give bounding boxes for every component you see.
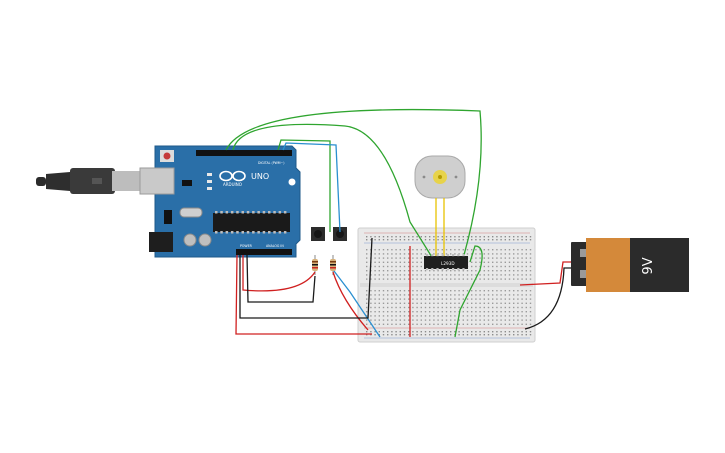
wire-red-2: [242, 255, 316, 292]
usb-cable[interactable]: [36, 168, 140, 194]
wire-green-4: [454, 245, 483, 338]
arduino-model: UNO: [251, 172, 269, 181]
digital-header-label: DIGITAL (PWM~): [258, 161, 284, 165]
motor-driver-chip[interactable]: L293D: [424, 254, 468, 271]
breadboard[interactable]: [357, 227, 536, 343]
chip-label: L293D: [441, 261, 455, 266]
battery-9v[interactable]: 9V: [571, 238, 689, 292]
wire-red-5: [519, 261, 578, 286]
push-button-2[interactable]: [333, 227, 347, 241]
wire-black-2: [239, 237, 373, 319]
wire-green-3: [277, 139, 331, 232]
resistor-2[interactable]: [330, 255, 336, 275]
wire-blue-1: [282, 142, 341, 233]
wire-green-2: [225, 108, 482, 263]
wire-black-3: [524, 267, 578, 330]
arduino-logo-icon: [219, 170, 246, 182]
arduino-uno-board[interactable]: ARDUINO UNO DIGITAL (PWM~) POWER ANALOG …: [36, 145, 301, 258]
wire-red-4: [332, 271, 369, 331]
arduino-brand: ARDUINO: [223, 182, 242, 187]
power-header-label: POWER: [240, 244, 253, 248]
push-button-1[interactable]: [311, 227, 325, 241]
dc-motor[interactable]: [414, 155, 466, 199]
wire-red-1: [235, 254, 372, 335]
resistor-1[interactable]: [312, 255, 318, 275]
wire-blue-2: [333, 270, 381, 338]
analog-header-label: ANALOG IN: [266, 244, 284, 248]
wire-black-1: [246, 254, 316, 303]
wire-green-1: [232, 123, 436, 263]
battery-label: 9V: [641, 257, 656, 274]
wires[interactable]: [225, 108, 578, 338]
